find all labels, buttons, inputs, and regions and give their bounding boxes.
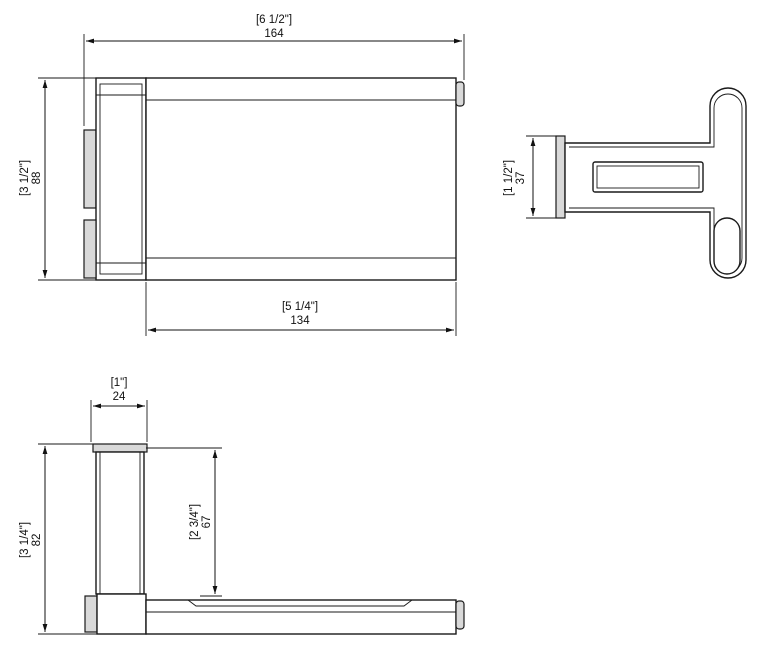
bracket-view: [1 1/2"] 37 bbox=[503, 87, 747, 279]
wall-plate-lower bbox=[83, 219, 97, 279]
rod-end-cap bbox=[455, 81, 465, 107]
wall-plate-edge bbox=[83, 129, 97, 209]
side-view: [1"] 24 [3 1/4"] 82 [2 3/4"] 67 bbox=[19, 377, 465, 635]
wall-mount-inner bbox=[99, 83, 143, 275]
side-height-mm: 82 bbox=[31, 534, 43, 547]
overall-height-mm: 88 bbox=[31, 172, 43, 185]
overall-width-mm: 164 bbox=[264, 28, 284, 40]
side-post bbox=[95, 451, 145, 595]
projection-mm: 67 bbox=[201, 516, 213, 529]
plate-width-mm: 24 bbox=[113, 391, 126, 403]
side-height-inch: [3 1/4"] bbox=[19, 522, 31, 558]
rod-length-inch: [5 1/4"] bbox=[282, 301, 318, 313]
side-base-block bbox=[96, 593, 147, 635]
projection-inch: [2 3/4"] bbox=[189, 504, 201, 540]
overall-height-inch: [3 1/2"] bbox=[19, 160, 31, 196]
side-top-cap bbox=[92, 443, 148, 453]
bracket-height-inch: [1 1/2"] bbox=[503, 160, 515, 196]
roll-body bbox=[145, 77, 457, 281]
side-rod-end-cap bbox=[455, 600, 465, 630]
overall-width-inch: [6 1/2"] bbox=[256, 14, 292, 26]
bracket-slot bbox=[592, 161, 704, 193]
front-view: [6 1/2"] 164 [3 1/2"] 88 [5 1/4"] 134 bbox=[19, 14, 465, 336]
bracket-plate bbox=[555, 135, 566, 219]
bracket-height-mm: 37 bbox=[515, 172, 527, 185]
plate-width-inch: [1"] bbox=[111, 377, 128, 389]
wall-mount-block bbox=[95, 77, 147, 281]
side-wall-plate bbox=[84, 595, 98, 633]
side-rod bbox=[145, 599, 457, 635]
bracket-lower-hole bbox=[713, 217, 741, 275]
rod-length-mm: 134 bbox=[290, 315, 310, 327]
